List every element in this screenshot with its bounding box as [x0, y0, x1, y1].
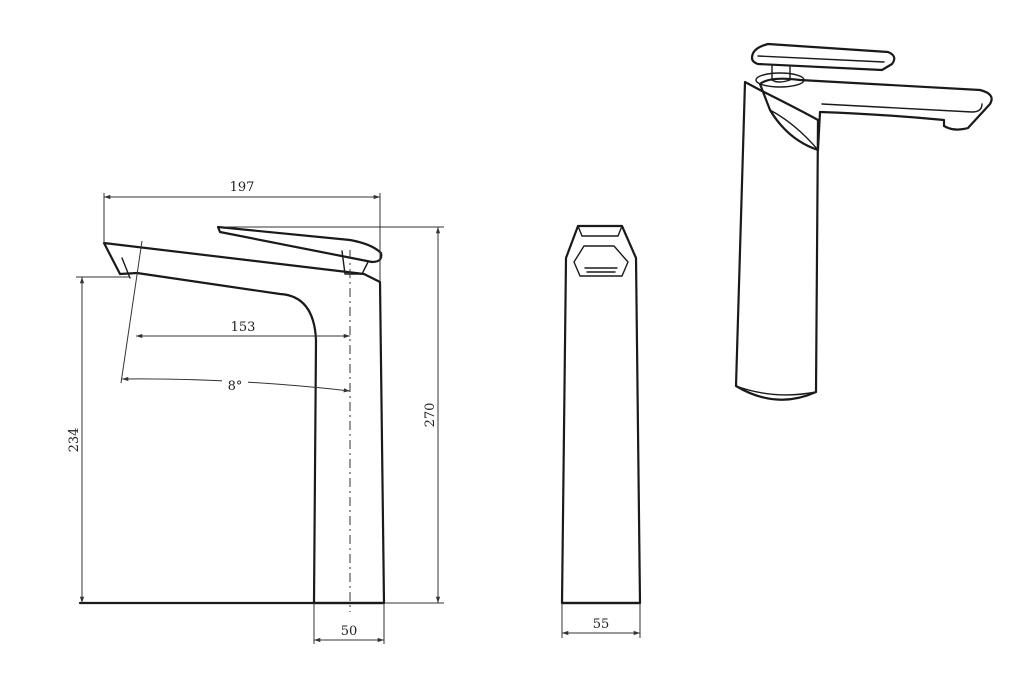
dim-total-height: 270 [423, 403, 438, 428]
iso-handle-base [755, 72, 805, 88]
front-handle [577, 225, 623, 237]
iso-handle-edge [757, 55, 885, 63]
iso-spout-underside [821, 103, 983, 113]
side-view: 197 153 8° 234 270 50 [67, 180, 444, 644]
dim-spout-angle: 8° [228, 379, 243, 394]
iso-handle-stem [771, 65, 791, 83]
front-aerator [584, 267, 618, 273]
dim-spout-height: 234 [67, 428, 82, 453]
front-view: 55 [560, 224, 642, 638]
dim-base-width: 55 [593, 617, 610, 632]
iso-spout [758, 77, 993, 152]
spout-body [102, 241, 386, 605]
iso-handle-lever [750, 42, 896, 72]
handle-lever [216, 225, 383, 264]
front-body [560, 224, 642, 605]
front-spout-neck [573, 245, 629, 277]
iso-body-bottom [735, 385, 817, 396]
dim-overall-reach: 197 [230, 180, 255, 195]
handle-cartridge [341, 250, 369, 275]
angle-ref-line [120, 240, 143, 384]
dim-spout-reach: 153 [231, 320, 256, 335]
dim-base-depth: 50 [341, 624, 358, 639]
isometric-view [734, 42, 993, 401]
iso-body [734, 80, 820, 401]
aerator-line [121, 257, 131, 279]
iso-spout-curve [769, 109, 819, 151]
